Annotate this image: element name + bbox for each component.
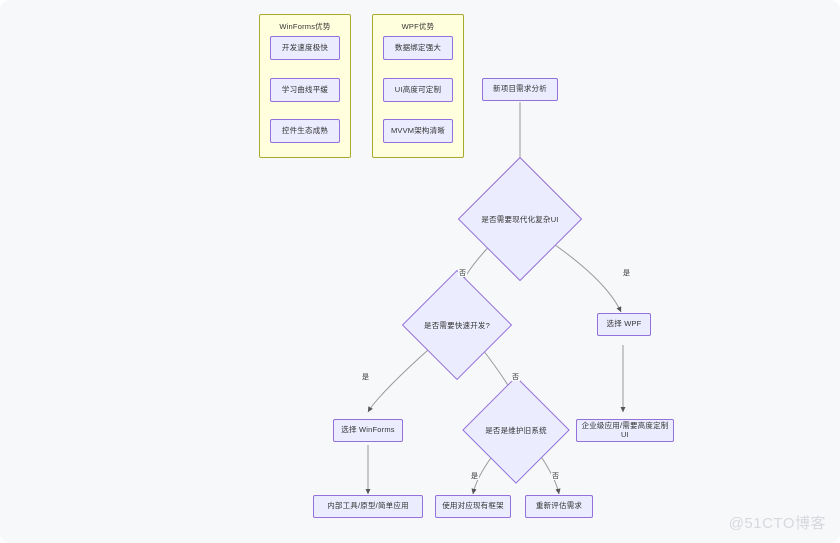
node-label: 开发速度极快 <box>281 42 329 52</box>
node-wpf-adv-1[interactable]: 数据绑定强大 <box>383 36 453 60</box>
node-reevaluate[interactable]: 重新评估需求 <box>525 495 593 518</box>
node-decision-legacy[interactable]: 是否是维护旧系统 <box>462 376 570 484</box>
node-choose-wpf[interactable]: 选择 WPF <box>597 313 651 336</box>
node-wpf-adv-2[interactable]: UI高度可定制 <box>383 78 453 102</box>
node-label: 新项目需求分析 <box>493 84 547 94</box>
node-label: 是否是维护旧系统 <box>485 425 547 435</box>
node-label: 内部工具/原型/简单应用 <box>327 501 409 511</box>
node-choose-winforms[interactable]: 选择 WinForms <box>333 419 403 442</box>
cluster-title-winforms: WinForms优势 <box>279 22 331 31</box>
node-label: MVVM架构清晰 <box>390 125 446 135</box>
node-use-existing[interactable]: 使用对应现有框架 <box>435 495 511 518</box>
node-label: 学习曲线平缓 <box>281 84 329 94</box>
node-label: 使用对应现有框架 <box>442 501 504 511</box>
node-label: UI高度可定制 <box>394 84 442 94</box>
watermark-text: @51CTO博客 <box>728 515 826 532</box>
edge-label-legacy-no: 否 <box>551 473 560 480</box>
edge-label-rapid-no: 否 <box>511 374 520 381</box>
node-wf-adv-3[interactable]: 控件生态成熟 <box>270 119 340 143</box>
node-label: 是否需要现代化复杂UI <box>481 214 559 224</box>
node-label: 数据绑定强大 <box>394 42 442 52</box>
edge-label-modern-yes: 是 <box>622 270 631 277</box>
node-wf-adv-2[interactable]: 学习曲线平缓 <box>270 78 340 102</box>
node-internal-tool[interactable]: 内部工具/原型/简单应用 <box>313 495 423 518</box>
edge-label-modern-no: 否 <box>458 270 467 277</box>
edge-label-rapid-yes: 是 <box>361 374 370 381</box>
node-label: 控件生态成熟 <box>281 125 329 135</box>
node-enterprise-app[interactable]: 企业级应用/需要高度定制UI <box>576 419 674 442</box>
node-label: 选择 WinForms <box>341 425 395 435</box>
node-label: 重新评估需求 <box>535 501 583 511</box>
node-decision-rapid-dev[interactable]: 是否需要快速开发? <box>401 269 513 381</box>
node-label: 是否需要快速开发? <box>424 320 490 330</box>
node-decision-modern-ui[interactable]: 是否需要现代化复杂UI <box>457 156 583 282</box>
node-label: 选择 WPF <box>606 319 642 329</box>
node-start[interactable]: 新项目需求分析 <box>482 78 558 101</box>
node-wf-adv-1[interactable]: 开发速度极快 <box>270 36 340 60</box>
node-wpf-adv-3[interactable]: MVVM架构清晰 <box>383 119 453 143</box>
edge-label-legacy-yes: 是 <box>470 473 479 480</box>
cluster-title-wpf: WPF优势 <box>401 22 435 31</box>
node-label: 企业级应用/需要高度定制UI <box>581 421 669 439</box>
